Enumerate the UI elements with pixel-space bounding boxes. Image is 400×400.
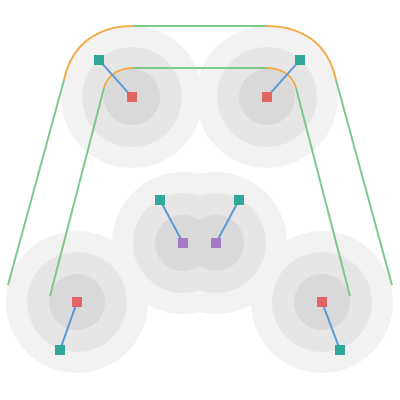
outer-outline-left-edge [7, 79, 65, 286]
inner-outline-top-right-arc [265, 67, 297, 89]
node-bottom-right-handle-square [335, 345, 345, 355]
node-bottom-left-handle-line [59, 301, 78, 351]
node-top-right-anchor-square [262, 92, 272, 102]
node-top-left-handle-square [94, 55, 104, 65]
outline-layer [7, 25, 393, 297]
node-center-right-handle-line [215, 199, 240, 244]
node-top-right-handle-line [266, 59, 301, 98]
node-center-right-anchor-square [211, 238, 221, 248]
inner-outline-top-left-arc [103, 67, 135, 89]
node-center-right-handle-square [234, 195, 244, 205]
node-top-right-handle-square [295, 55, 305, 65]
node-bottom-left-handle-square [55, 345, 65, 355]
inner-outline-left-edge [49, 87, 105, 297]
outer-outline-top-left-arc [63, 25, 135, 81]
node-bottom-right-handle-line [321, 301, 341, 351]
outer-outline-right-edge [335, 79, 393, 286]
handle-layer [55, 55, 345, 355]
node-top-left-handle-line [98, 59, 133, 98]
node-center-left-handle-square [155, 195, 165, 205]
node-center-left-anchor-square [178, 238, 188, 248]
outer-outline-top-right-arc [265, 25, 337, 81]
node-bottom-right-anchor-square [317, 297, 327, 307]
inner-outline-right-edge [295, 87, 351, 297]
node-bottom-left-anchor-square [72, 297, 82, 307]
node-center-left-handle-line [159, 199, 184, 244]
node-top-left-anchor-square [127, 92, 137, 102]
